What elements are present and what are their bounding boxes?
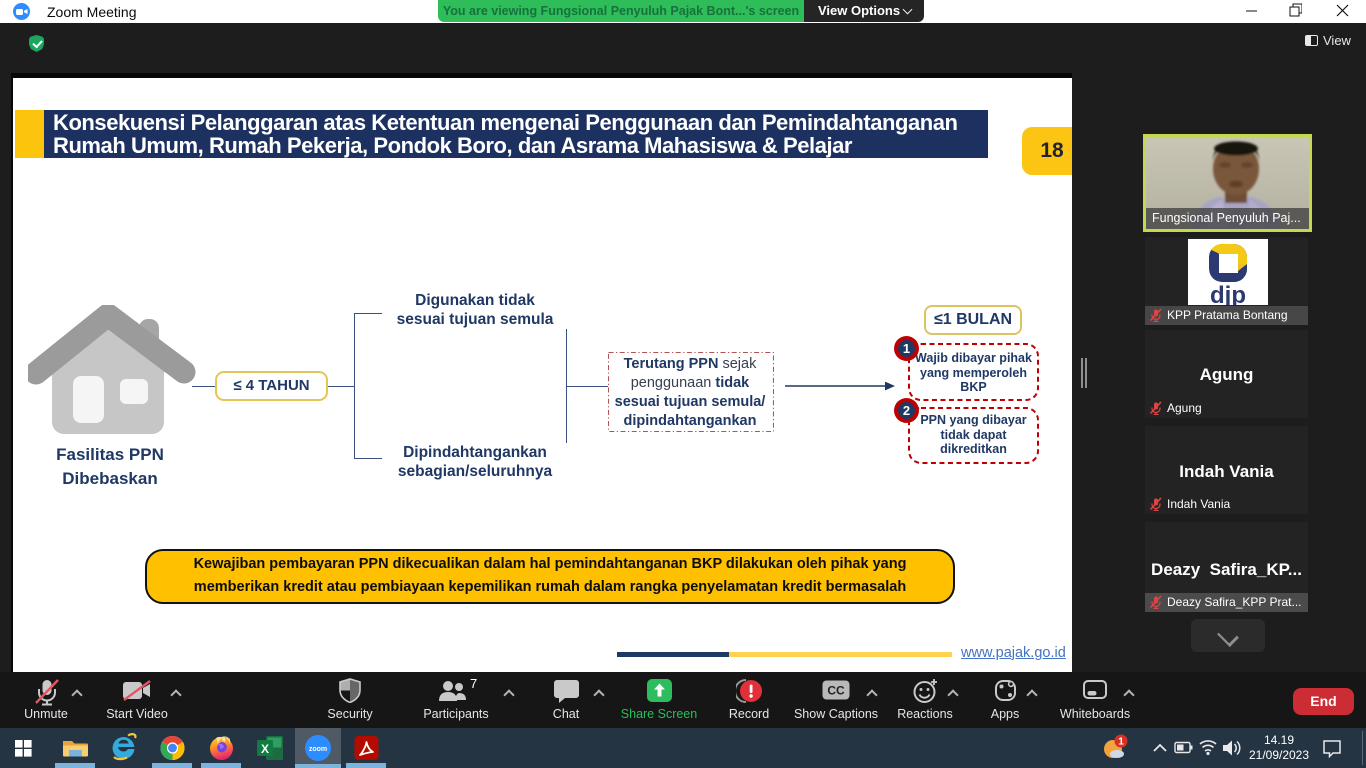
svg-text:CC: CC [827,684,845,698]
svg-text:X: X [261,742,269,756]
svg-text:zoom: zoom [309,746,327,753]
svg-text:djp: djp [1210,282,1246,305]
svg-text:1: 1 [1118,737,1124,748]
